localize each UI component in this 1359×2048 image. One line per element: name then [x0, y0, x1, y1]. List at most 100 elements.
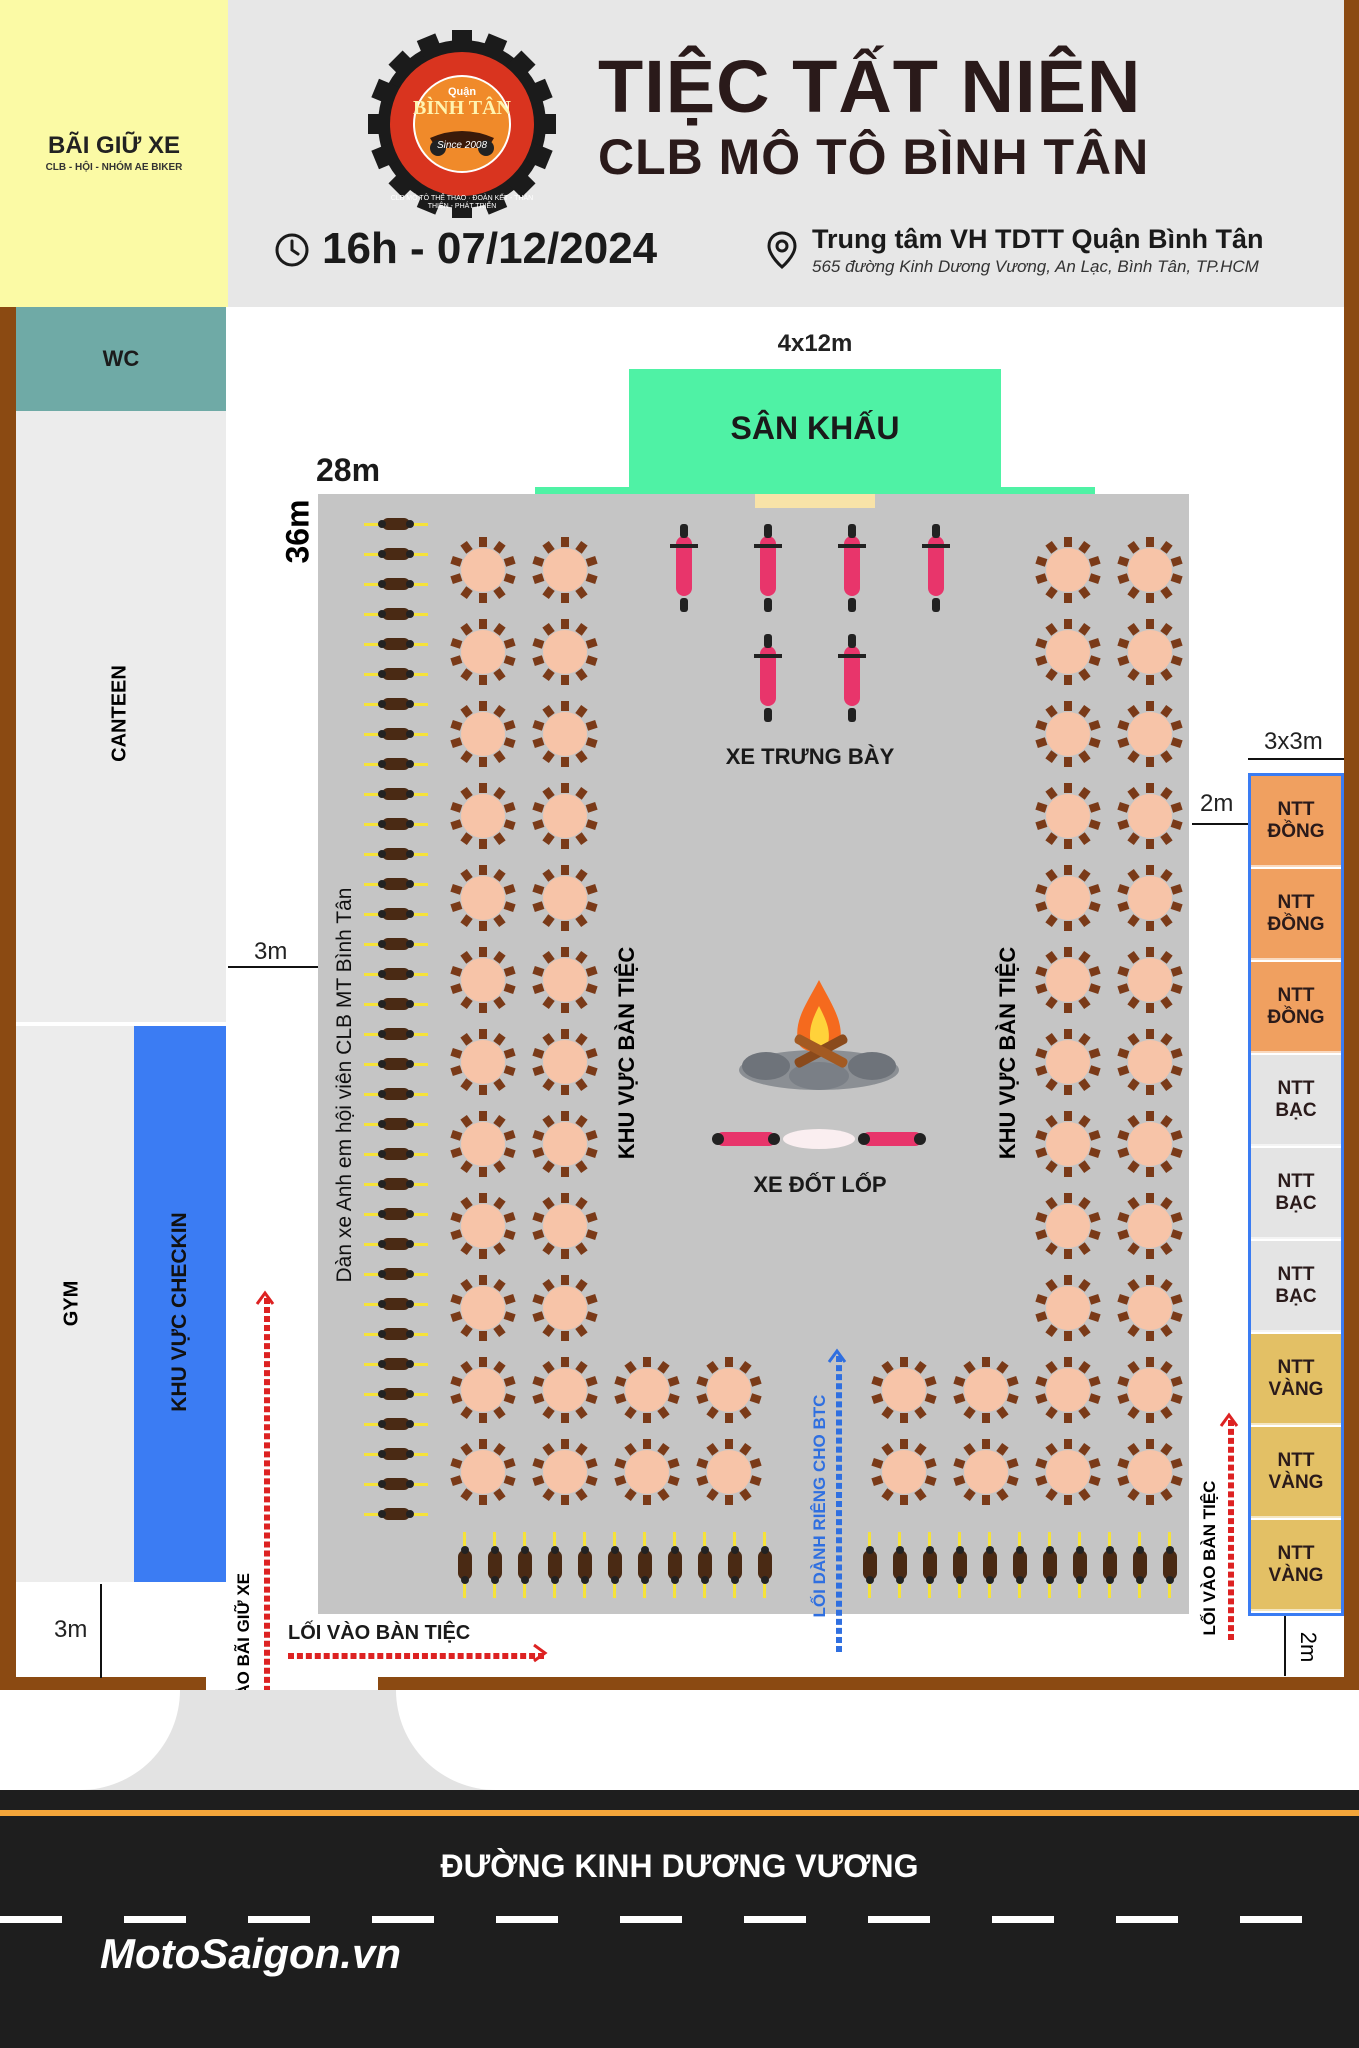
- party-table: [1035, 1029, 1101, 1095]
- member-bike-slot: [364, 932, 428, 961]
- member-bike-slot: [364, 1502, 428, 1531]
- canteen-label: CANTEEN: [108, 665, 131, 762]
- party-table: [614, 1439, 680, 1505]
- booth-size-arrow: [1248, 758, 1344, 760]
- party-table: [532, 865, 598, 931]
- booth-line2: ĐỒNG: [1267, 913, 1325, 935]
- booth-line2: ĐỒNG: [1267, 1006, 1325, 1028]
- logo-since: Since 2008: [436, 140, 488, 151]
- party-table: [1117, 1111, 1183, 1177]
- member-bike-slot: [364, 842, 428, 871]
- parking-title: BÃI GIỮ XE: [48, 132, 180, 159]
- party-table: [450, 783, 516, 849]
- event-subtitle: CLB MÔ TÔ BÌNH TÂN: [598, 129, 1150, 185]
- canteen-room: [16, 411, 226, 1022]
- member-bike-slot: [1127, 1532, 1153, 1603]
- party-table: [1035, 1439, 1101, 1505]
- left-wall: [0, 307, 16, 1693]
- party-entrance-bottom-label: LỐI VÀO BÀN TIỆC: [288, 1622, 471, 1644]
- stage: SÂN KHẤU: [629, 369, 1001, 487]
- party-table: [953, 1439, 1019, 1505]
- party-table: [450, 1029, 516, 1095]
- booth-line1: NTT: [1277, 1356, 1315, 1378]
- member-bike-slot: [364, 572, 428, 601]
- party-table: [696, 1439, 762, 1505]
- member-bike-slot: [364, 872, 428, 901]
- party-table: [450, 537, 516, 603]
- member-bike-slot: [364, 542, 428, 571]
- party-table: [1117, 1029, 1183, 1095]
- gym-room: [16, 1026, 134, 1582]
- member-bike-slot: [364, 752, 428, 781]
- booth-line2: BẠC: [1275, 1192, 1317, 1214]
- member-bike-slot: [364, 1082, 428, 1111]
- booth-line1: NTT: [1277, 1263, 1315, 1285]
- booth-bottom-gap-arrow: [1284, 1616, 1286, 1676]
- campfire-icon: [739, 980, 899, 1090]
- right-curb: [396, 1690, 1359, 1790]
- booth-line2: VÀNG: [1268, 1378, 1324, 1400]
- member-bikes-label: Dàn xe Anh em hội viên CLB MT Bình Tân: [333, 887, 356, 1283]
- road-name: ĐƯỜNG KINH DƯƠNG VƯƠNG: [440, 1848, 919, 1884]
- party-table: [450, 1193, 516, 1259]
- member-bike-slot: [364, 1232, 428, 1261]
- right-tables-label: KHU VỰC BÀN TIỆC: [995, 946, 1020, 1160]
- member-bike-slot: [1007, 1532, 1033, 1603]
- party-table: [1117, 1439, 1183, 1505]
- member-bike-slot: [1067, 1532, 1093, 1603]
- road-dash: [868, 1916, 930, 1923]
- clock-icon: [275, 233, 309, 267]
- side-gap-label: 3m: [254, 938, 288, 965]
- member-bike-slot: [364, 722, 428, 751]
- party-table: [1117, 783, 1183, 849]
- booth-line1: NTT: [1277, 1542, 1315, 1564]
- party-table: [1117, 1193, 1183, 1259]
- side-gap-arrow: [228, 966, 318, 968]
- member-bike-slot: [364, 632, 428, 661]
- road-dash: [1240, 1916, 1302, 1923]
- member-bike-slot: [542, 1532, 568, 1603]
- member-bike-slot: [364, 1112, 428, 1141]
- bottom-wall-left: [0, 1677, 206, 1691]
- left-tables-label: KHU VỰC BÀN TIỆC: [614, 946, 639, 1160]
- party-table: [696, 1357, 762, 1423]
- parking-area: BÃI GIỮ XE CLB - HỘI - NHÓM AE BIKER: [0, 0, 228, 307]
- booth-line1: NTT: [1277, 1077, 1315, 1099]
- booth-line2: ĐỒNG: [1267, 820, 1325, 842]
- member-bike-slot: [364, 1322, 428, 1351]
- booth-gap-label: 2m: [1200, 790, 1234, 817]
- party-table: [1035, 1357, 1101, 1423]
- member-bike-slot: [364, 992, 428, 1021]
- checkin-label: KHU VỰC CHECKIN: [168, 1212, 191, 1412]
- booth-line1: NTT: [1277, 1449, 1315, 1471]
- event-time: 16h - 07/12/2024: [322, 224, 658, 273]
- member-bike-slot: [947, 1532, 973, 1603]
- stage-step: [755, 494, 875, 508]
- party-table: [450, 865, 516, 931]
- member-bike-slot: [364, 512, 428, 541]
- member-bike-slot: [364, 1382, 428, 1411]
- party-table: [1117, 537, 1183, 603]
- member-bike-slot: [364, 1442, 428, 1471]
- party-table: [1117, 947, 1183, 1013]
- road-dash: [124, 1916, 186, 1923]
- parking-subtitle: CLB - HỘI - NHÓM AE BIKER: [45, 162, 183, 173]
- burnout-label: XE ĐỐT LỐP: [753, 1172, 887, 1197]
- party-table: [1035, 783, 1101, 849]
- party-entrance-arrow-icon: [533, 1643, 548, 1663]
- party-table: [1035, 865, 1101, 931]
- venue-name: Trung tâm VH TDTT Quận Bình Tân: [812, 224, 1264, 254]
- road-dash: [744, 1916, 806, 1923]
- road-edge-line: [0, 1810, 1359, 1816]
- party-entrance-right-label: LỐI VÀO BÀN TIỆC: [1200, 1480, 1219, 1636]
- party-table: [450, 701, 516, 767]
- club-logo: [368, 30, 556, 218]
- member-bike-slot: [364, 1202, 428, 1231]
